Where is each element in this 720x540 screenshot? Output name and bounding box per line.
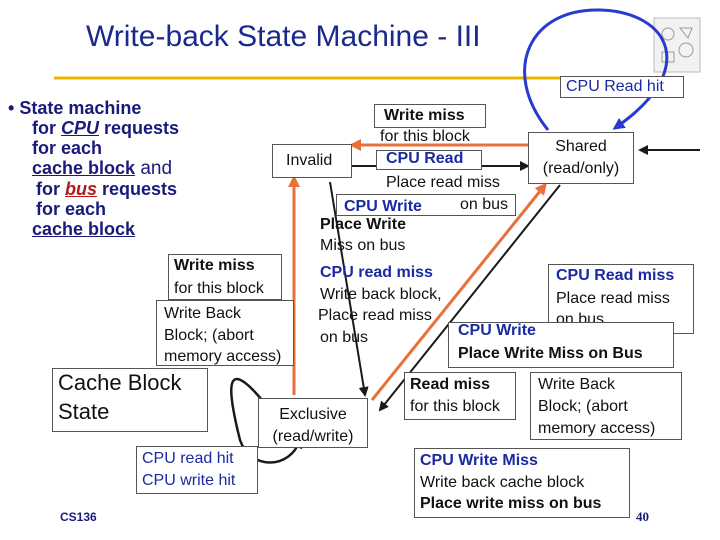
cache-block-state-2: State bbox=[58, 399, 110, 424]
state-shared-label-2: (read/only) bbox=[542, 160, 620, 177]
course-label: CS136 bbox=[60, 510, 97, 524]
write-back-left-1: Write Back bbox=[164, 305, 242, 322]
write-back-left-3: memory access) bbox=[164, 348, 282, 365]
bullet-line-2: for CPU requests bbox=[8, 118, 179, 138]
place-read-miss-label: Place read miss bbox=[386, 174, 500, 191]
bullet-line-1: • State machine bbox=[8, 98, 142, 118]
cpu-hits-box bbox=[136, 446, 258, 494]
bullet-for-each-2: for each bbox=[36, 199, 107, 219]
page-number: 40 bbox=[636, 509, 649, 524]
cache-block-state-box bbox=[52, 368, 208, 432]
write-back-right-box bbox=[530, 372, 682, 440]
read-miss-this-1: Read miss bbox=[410, 376, 491, 393]
cpu-read-label: CPU Read bbox=[386, 150, 464, 167]
write-back-right-2: Block; (abort bbox=[538, 398, 628, 415]
on-bus-label: on bus bbox=[460, 196, 509, 213]
read-miss-this-2: for this block bbox=[410, 398, 500, 415]
bullet-for-each-1: for each bbox=[32, 138, 103, 158]
state-shared-label-1: Shared bbox=[555, 138, 607, 155]
state-exclusive bbox=[258, 398, 368, 448]
arrow-exclusive-to-shared bbox=[370, 182, 547, 401]
page-title: Write-back State Machine - III bbox=[86, 20, 481, 53]
cpu-write-label: CPU Write bbox=[344, 198, 422, 215]
write-back-left-box bbox=[156, 300, 294, 366]
on-bus-box bbox=[336, 194, 516, 216]
miss-on-bus-label: Miss on bus bbox=[320, 237, 406, 254]
read-miss-this-box bbox=[404, 372, 516, 420]
cpu-read-miss-mid-4: on bus bbox=[320, 329, 369, 346]
right-cpu-read-miss-2: Place read miss bbox=[556, 290, 670, 307]
state-invalid bbox=[272, 144, 352, 178]
exclusive-self-loop bbox=[230, 377, 303, 464]
write-back-right-1: Write Back bbox=[538, 376, 616, 393]
write-back-left-2: Block; (abort bbox=[164, 327, 254, 344]
write-miss-top-label-2: for this block bbox=[380, 128, 470, 145]
cpu-read-miss-mid-2: Write back block, bbox=[320, 286, 442, 303]
write-miss-top-label-1: Write miss bbox=[384, 107, 465, 124]
cpu-write-miss-box bbox=[414, 448, 630, 518]
bullet-bus: bus bbox=[65, 179, 98, 199]
bullet-for-2: for bbox=[36, 179, 65, 199]
bullet-state-machine: State machine bbox=[19, 98, 142, 118]
bullet-and: and bbox=[135, 158, 173, 179]
cpu-write-miss-3: Place write miss on bus bbox=[420, 495, 602, 512]
bullet-text: • State machine for CPU requests for eac… bbox=[8, 98, 179, 239]
cpu-hits-2: CPU write hit bbox=[142, 472, 236, 489]
right-cpu-write-2: Place Write Miss on Bus bbox=[458, 345, 643, 362]
bullet-for-1: for bbox=[32, 118, 61, 138]
cpu-read-box bbox=[376, 150, 482, 170]
cpu-read-miss-mid-3: Place read miss bbox=[318, 307, 432, 324]
arrow-invalid-to-exclusive bbox=[329, 181, 369, 397]
right-cpu-read-miss-1: CPU Read miss bbox=[556, 267, 675, 284]
bullet-cache-block-2: cache block bbox=[32, 219, 136, 239]
bullet-cache-block-1: cache block bbox=[32, 158, 136, 178]
write-miss-left-1: Write miss bbox=[174, 257, 255, 274]
place-write-label: Place Write bbox=[320, 216, 406, 233]
cache-block-state-1: Cache Block bbox=[58, 370, 182, 395]
cpu-hits-1: CPU read hit bbox=[142, 450, 234, 467]
right-cpu-write-1: CPU Write bbox=[458, 322, 536, 339]
cpu-read-hit-label: CPU Read hit bbox=[566, 78, 664, 95]
write-miss-left-2: for this block bbox=[174, 280, 264, 297]
cpu-read-hit-box bbox=[560, 76, 684, 98]
state-exclusive-label-1: Exclusive bbox=[279, 406, 347, 423]
state-shared bbox=[528, 132, 634, 184]
write-miss-top-box bbox=[374, 104, 486, 128]
bullet-requests-2: requests bbox=[97, 179, 178, 199]
cpu-write-miss-1: CPU Write Miss bbox=[420, 452, 538, 469]
cpu-write-miss-2: Write back cache block bbox=[420, 474, 585, 491]
state-invalid-label: Invalid bbox=[286, 152, 333, 169]
state-exclusive-label-2: (read/write) bbox=[272, 428, 354, 445]
shared-self-loop bbox=[523, 8, 669, 131]
write-back-right-3: memory access) bbox=[538, 420, 656, 437]
bullet-requests-1: requests bbox=[99, 118, 180, 138]
right-cpu-write-box bbox=[448, 322, 674, 368]
cpu-read-miss-mid-1: CPU read miss bbox=[320, 264, 433, 281]
bullet-cpu: CPU bbox=[61, 118, 100, 138]
write-miss-left-box bbox=[168, 254, 282, 300]
